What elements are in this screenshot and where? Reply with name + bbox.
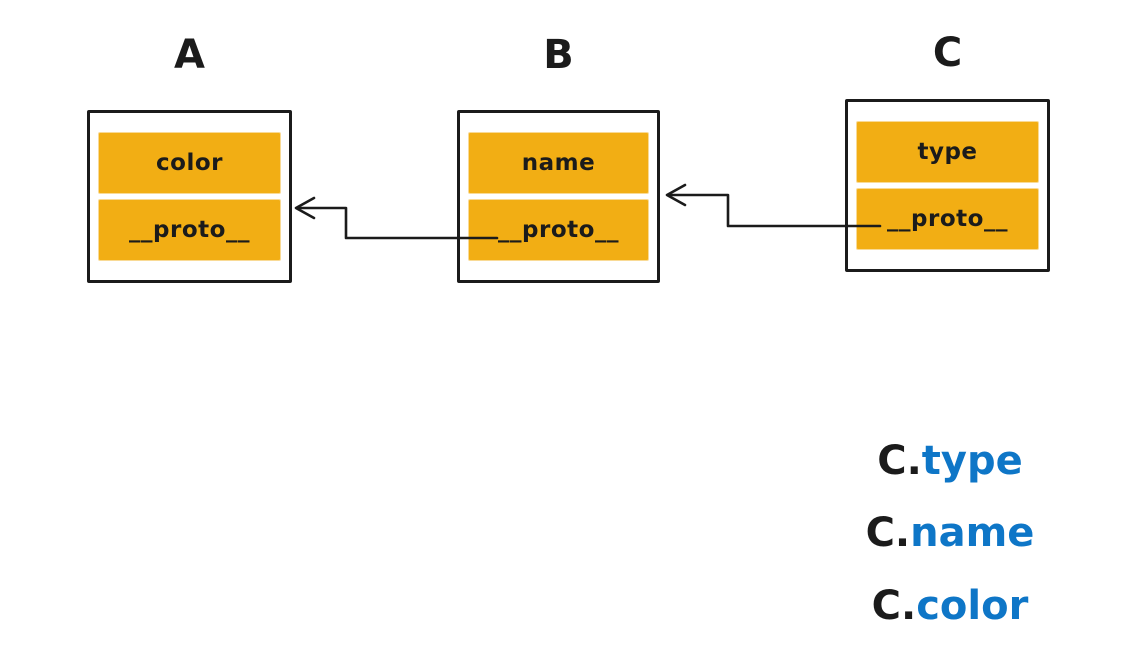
arrowhead-left-icon [294,196,316,220]
object-c-label: C [932,30,963,76]
lookup-c-name: C.name [840,510,1060,556]
lookup-property-name: name [910,510,1035,556]
lookup-property-name: color [916,583,1029,629]
arrowhead-left-icon [665,183,687,207]
object-b-proto-cell: __proto__ [469,200,648,260]
lookup-property-name: type [921,438,1023,484]
lookup-object-name: C. [871,583,917,629]
object-a-box: color __proto__ [87,110,292,283]
object-b-property-cell: name [469,133,648,193]
object-c-property-cell: type [857,122,1038,182]
lookup-c-color: C.color [840,583,1060,629]
object-a-property-cell: color [99,133,280,193]
object-c-proto-cell: __proto__ [857,189,1038,249]
object-c-box: type __proto__ [845,99,1050,272]
lookup-object-name: C. [877,438,922,484]
lookup-object-name: C. [865,510,911,556]
object-b-label: B [543,32,574,78]
object-a-proto-cell: __proto__ [99,200,280,260]
object-b-box: name __proto__ [457,110,660,283]
lookup-c-type: C.type [840,438,1060,484]
object-a-label: A [174,32,205,78]
